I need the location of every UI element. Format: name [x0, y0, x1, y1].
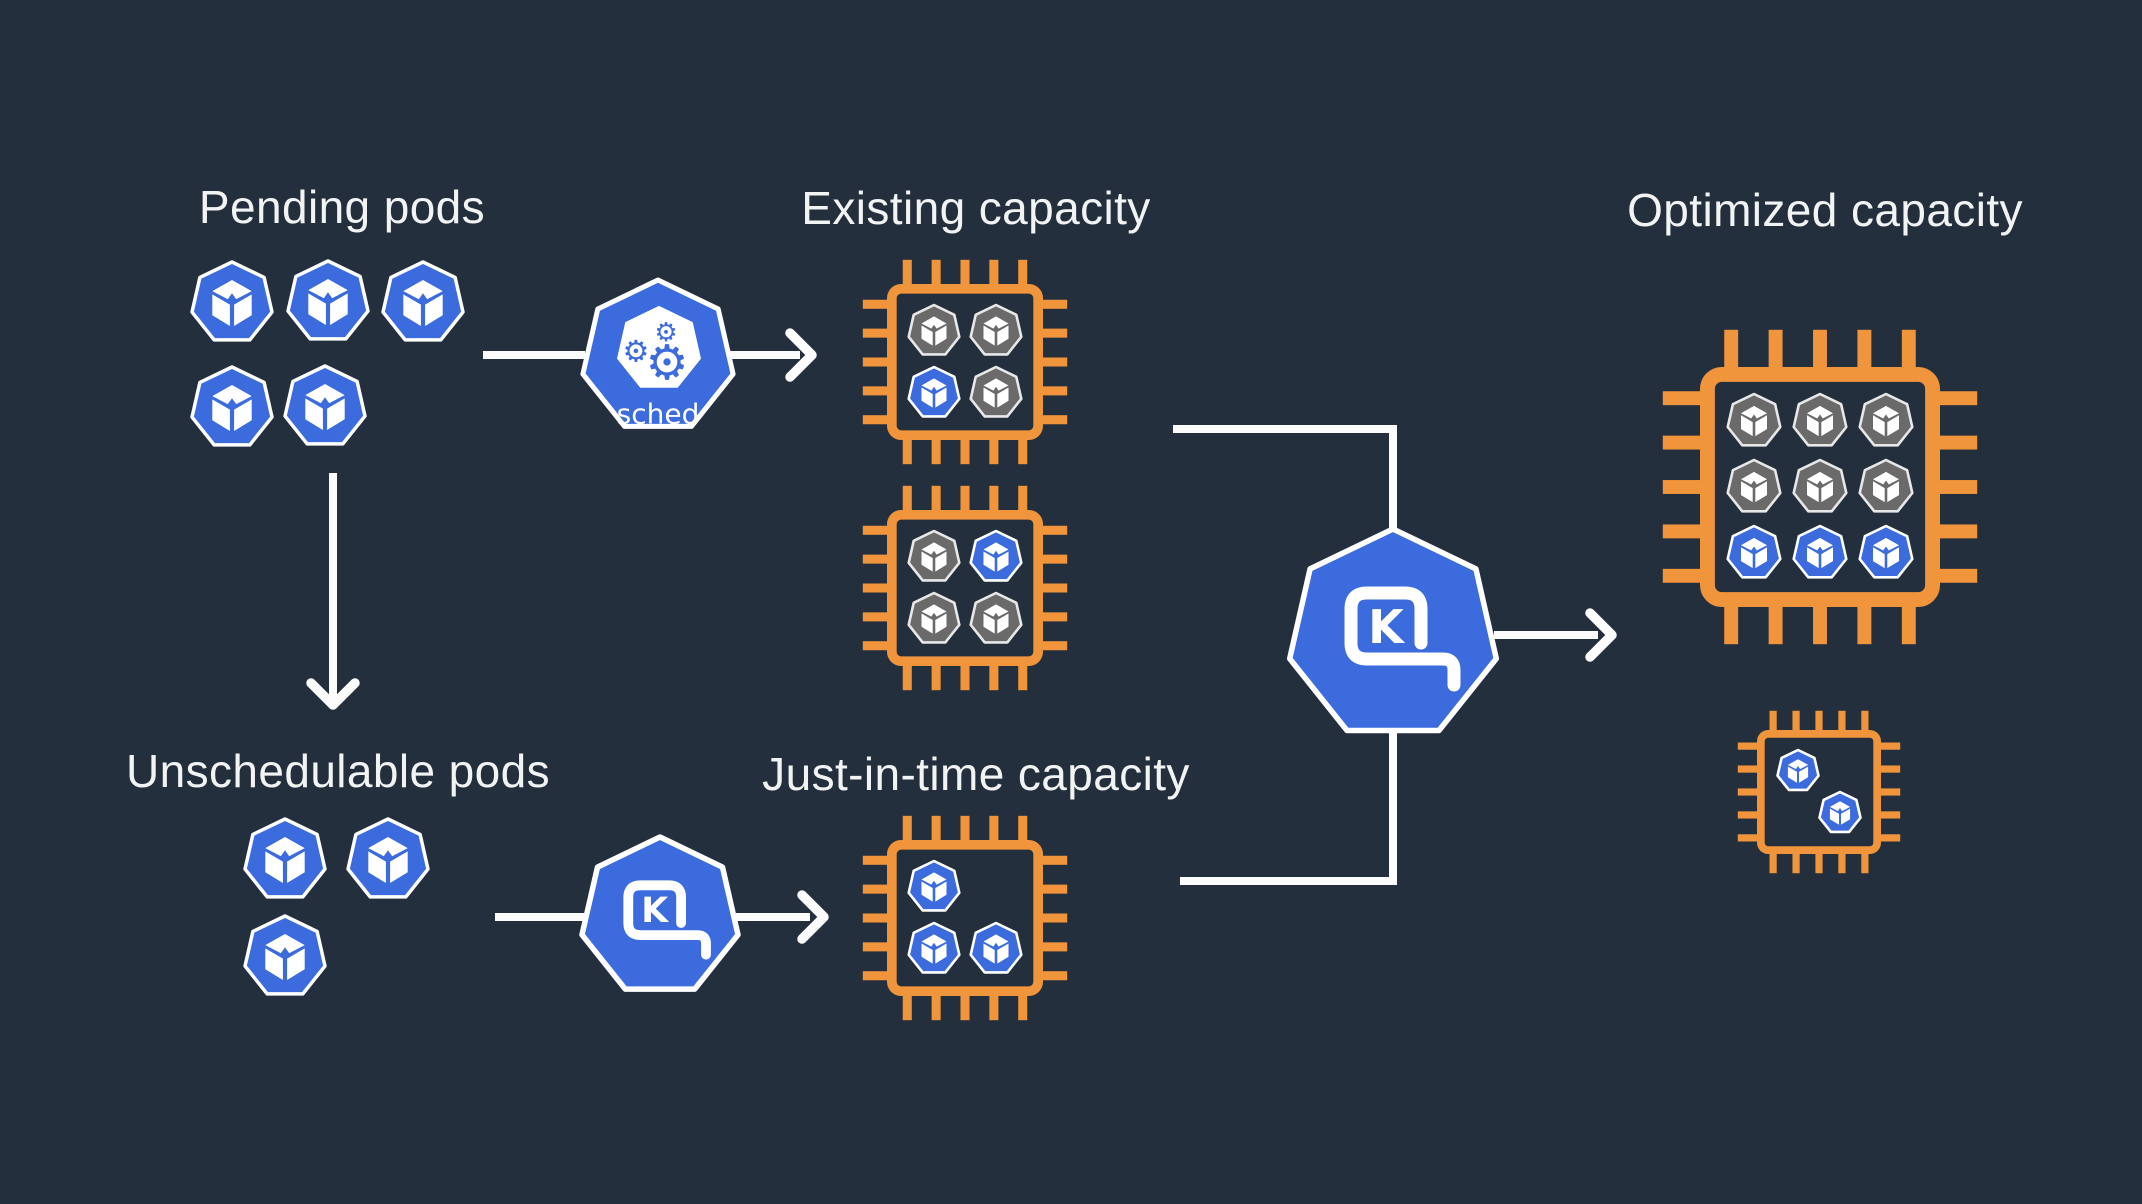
jit-capacity-title: Just-in-time capacity [762, 748, 1190, 800]
pod-icon [907, 859, 961, 912]
pod-icon [907, 591, 961, 644]
pod-icon [346, 817, 430, 899]
arrowhead-icon [1585, 608, 1617, 662]
cpu-chip-icon [862, 815, 1068, 1021]
karpenter-letter: K [1368, 600, 1406, 654]
pod-icon [1726, 524, 1782, 579]
cpu-chip-icon [1662, 329, 1978, 645]
pod-icon [190, 260, 274, 342]
pod-icon [907, 529, 961, 582]
pod-icon [1792, 458, 1848, 513]
cpu-chip-icon [1737, 710, 1901, 874]
pod-icon [1858, 458, 1914, 513]
scheduler-icon: ⚙⚙⚙ sched [580, 277, 736, 431]
pod-icon [1726, 392, 1782, 447]
scheduler-label: sched [617, 398, 700, 431]
pod-icon [381, 260, 465, 342]
pod-icon [969, 303, 1023, 356]
scheduler-inner-heptagon [617, 305, 701, 388]
pod-icon [1726, 458, 1782, 513]
pod-icon [969, 591, 1023, 644]
pod-icon [190, 365, 274, 447]
arrowhead-icon [306, 678, 360, 710]
gear-icon: ⚙ [645, 335, 688, 391]
karpenter-icon: K [579, 834, 741, 992]
connector-line [1180, 733, 1397, 885]
karpenter-letter: K [641, 891, 669, 931]
pod-icon [1858, 524, 1914, 579]
unschedulable-pods-title: Unschedulable pods [125, 745, 551, 797]
pending-pods-group [190, 259, 465, 447]
pod-icon [1858, 392, 1914, 447]
existing-capacity-title: Existing capacity [801, 182, 1151, 234]
pod-icon [283, 364, 367, 446]
pod-icon [286, 259, 370, 341]
connector-wires [329, 351, 1598, 921]
pod-icon [243, 817, 327, 899]
cpu-chip-icon [862, 485, 1068, 691]
pod-icon [243, 914, 327, 996]
pod-icon [1792, 392, 1848, 447]
optimized-capacity-title: Optimized capacity [1627, 184, 2023, 236]
pod-icon [1792, 524, 1848, 579]
connector-line [1173, 425, 1397, 531]
arrow-heads [306, 328, 1617, 944]
arrowhead-icon [797, 890, 829, 944]
pod-icon [1818, 790, 1862, 834]
pod-icon [1776, 748, 1820, 792]
pod-icon [907, 303, 961, 356]
pending-pods-title: Pending pods [198, 181, 486, 233]
gear-icon: ⚙ [623, 335, 650, 370]
tape-measure-icon [1344, 586, 1461, 692]
pod-icon [969, 921, 1023, 974]
pod-icon [907, 921, 961, 974]
pod-icon [969, 529, 1023, 582]
karpenter-icon: K [1286, 526, 1500, 734]
arrowhead-icon [785, 328, 817, 382]
gear-icon: ⚙ [654, 318, 677, 348]
cpu-chip-icon [862, 259, 1068, 465]
unschedulable-pods-group [243, 817, 430, 996]
pod-icon [969, 365, 1023, 418]
tape-measure-icon [623, 880, 711, 960]
pod-icon [907, 365, 961, 418]
